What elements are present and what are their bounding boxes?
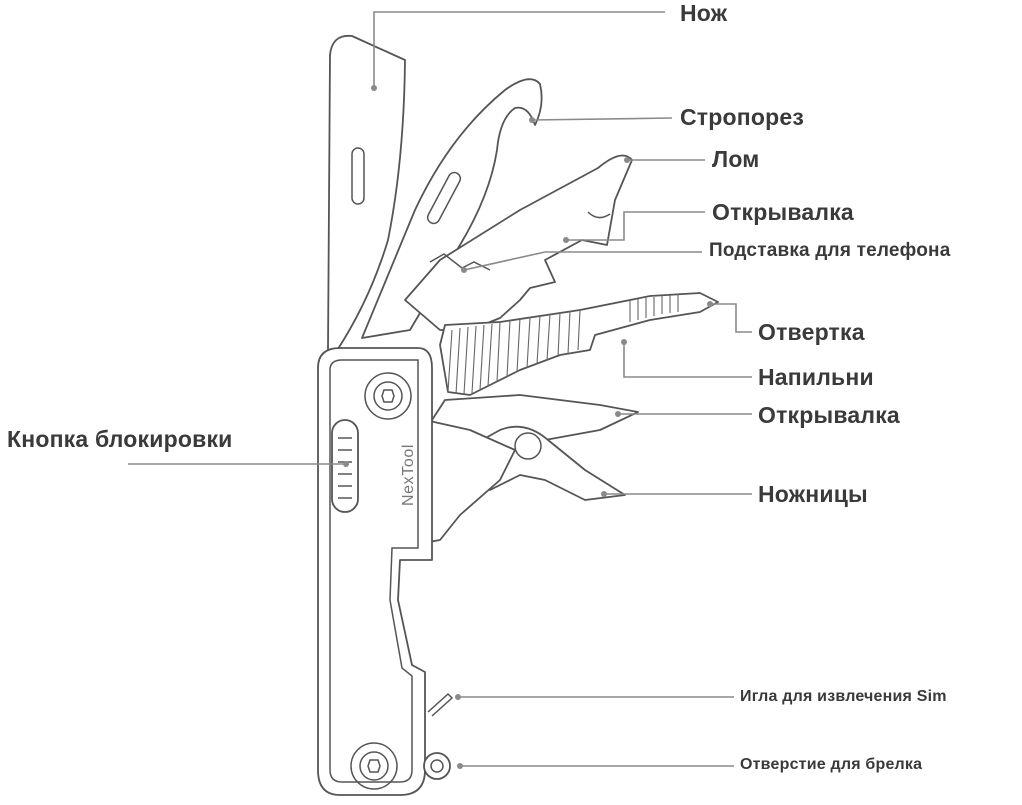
- label-screwdriver: Отвертка: [758, 319, 865, 345]
- label-knife: Нож: [680, 0, 728, 26]
- bottom-screw-outer: [350, 742, 398, 790]
- brand-logo: NexTool: [400, 444, 417, 506]
- leader-screwdriver: [710, 303, 752, 333]
- label-pry-bar: Лом: [712, 146, 760, 172]
- leader-file: [623, 342, 752, 378]
- top-screw: [373, 381, 403, 411]
- leader-opener-top: [566, 211, 705, 241]
- label-opener-mid: Открывалка: [758, 402, 900, 428]
- leader-phone-stand: [463, 251, 702, 271]
- label-sim-needle: Игла для извлечения Sim: [740, 688, 947, 705]
- top-screw-torx: [381, 389, 395, 403]
- strap-cutter-slot: [426, 171, 462, 225]
- file-body: [439, 292, 719, 396]
- handle-inner-edge: [329, 359, 419, 783]
- opener-notch: [587, 211, 611, 219]
- leader-knife: [373, 11, 665, 88]
- label-opener-top: Открывалка: [712, 199, 854, 225]
- knife-thumb-slot: [351, 147, 365, 205]
- top-screw-outer: [364, 372, 412, 420]
- bottom-screw: [359, 751, 389, 781]
- label-file: Напильни: [758, 364, 874, 390]
- knife-blade: [327, 34, 406, 353]
- label-phone-stand: Подставка для телефона: [709, 240, 951, 261]
- leader-strap-cutter: [531, 117, 673, 121]
- keyring-ring: [423, 752, 451, 780]
- scissors-pivot: [514, 432, 542, 460]
- leader-lines: [128, 11, 752, 769]
- file-teeth: [447, 294, 679, 395]
- bottom-screw-torx: [367, 759, 381, 773]
- label-scissors: Ножницы: [758, 481, 868, 507]
- strap-cutter: [361, 78, 543, 339]
- label-keyring-hole: Отверстие для брелка: [740, 756, 923, 773]
- keyring-hole: [430, 759, 444, 773]
- label-lock-button: Кнопка блокировки: [7, 426, 233, 452]
- sim-needle: [427, 692, 454, 717]
- label-strap-cutter: Стропорез: [680, 104, 804, 130]
